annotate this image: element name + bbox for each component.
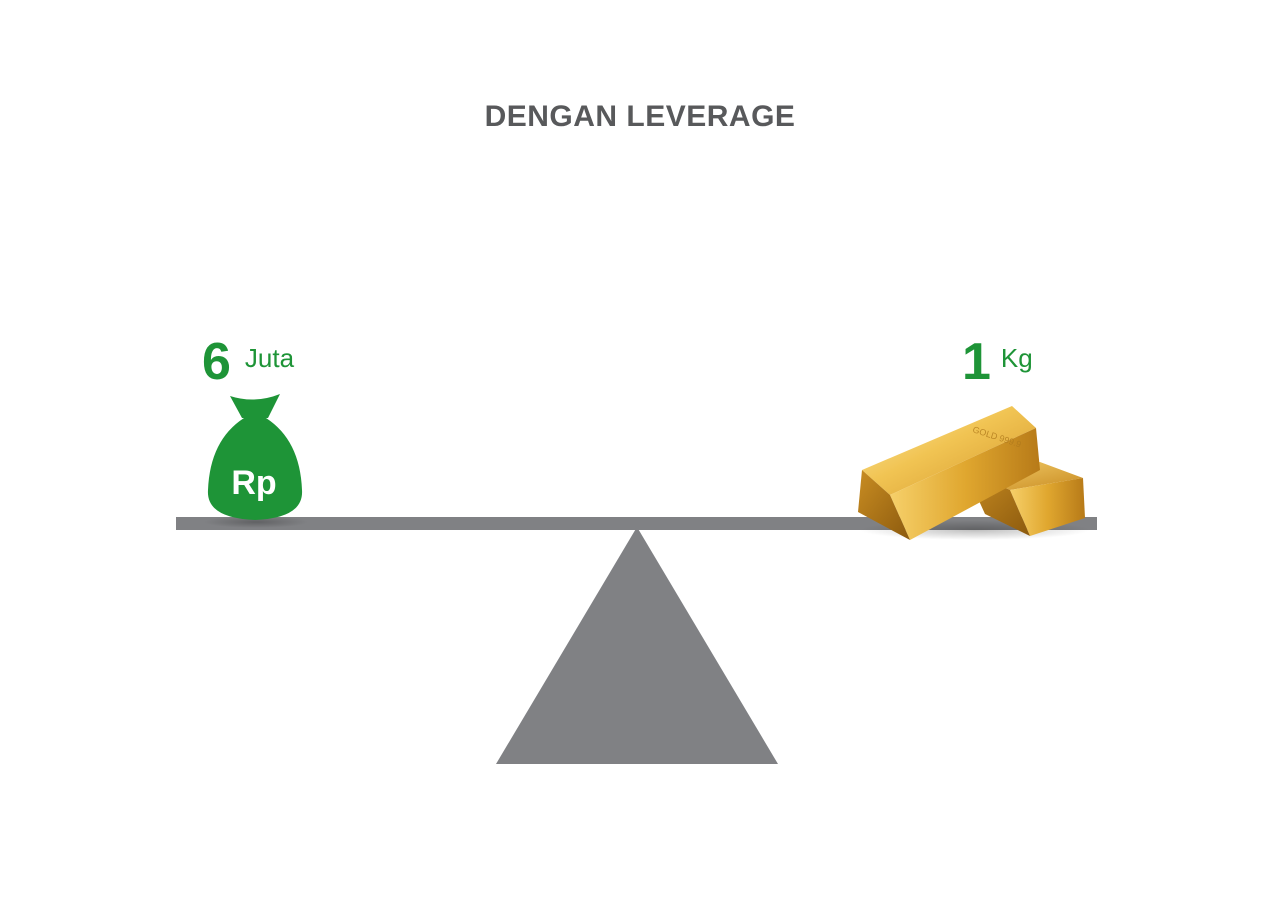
money-unit: Juta (244, 343, 295, 373)
fulcrum-triangle (496, 527, 778, 764)
money-amount: 6 (202, 333, 231, 391)
money-bag-icon: Rp (204, 394, 308, 528)
gold-amount: 1 (962, 333, 991, 391)
gold-label: 1 Kg (962, 336, 1033, 388)
money-label: 6 Juta (202, 336, 294, 388)
diagram-title: DENGAN LEVERAGE (484, 100, 796, 133)
bag-currency-symbol: Rp (231, 464, 276, 502)
gold-bars-icon: GOLD 999.9 (858, 406, 1090, 540)
gold-unit: Kg (1000, 343, 1033, 373)
